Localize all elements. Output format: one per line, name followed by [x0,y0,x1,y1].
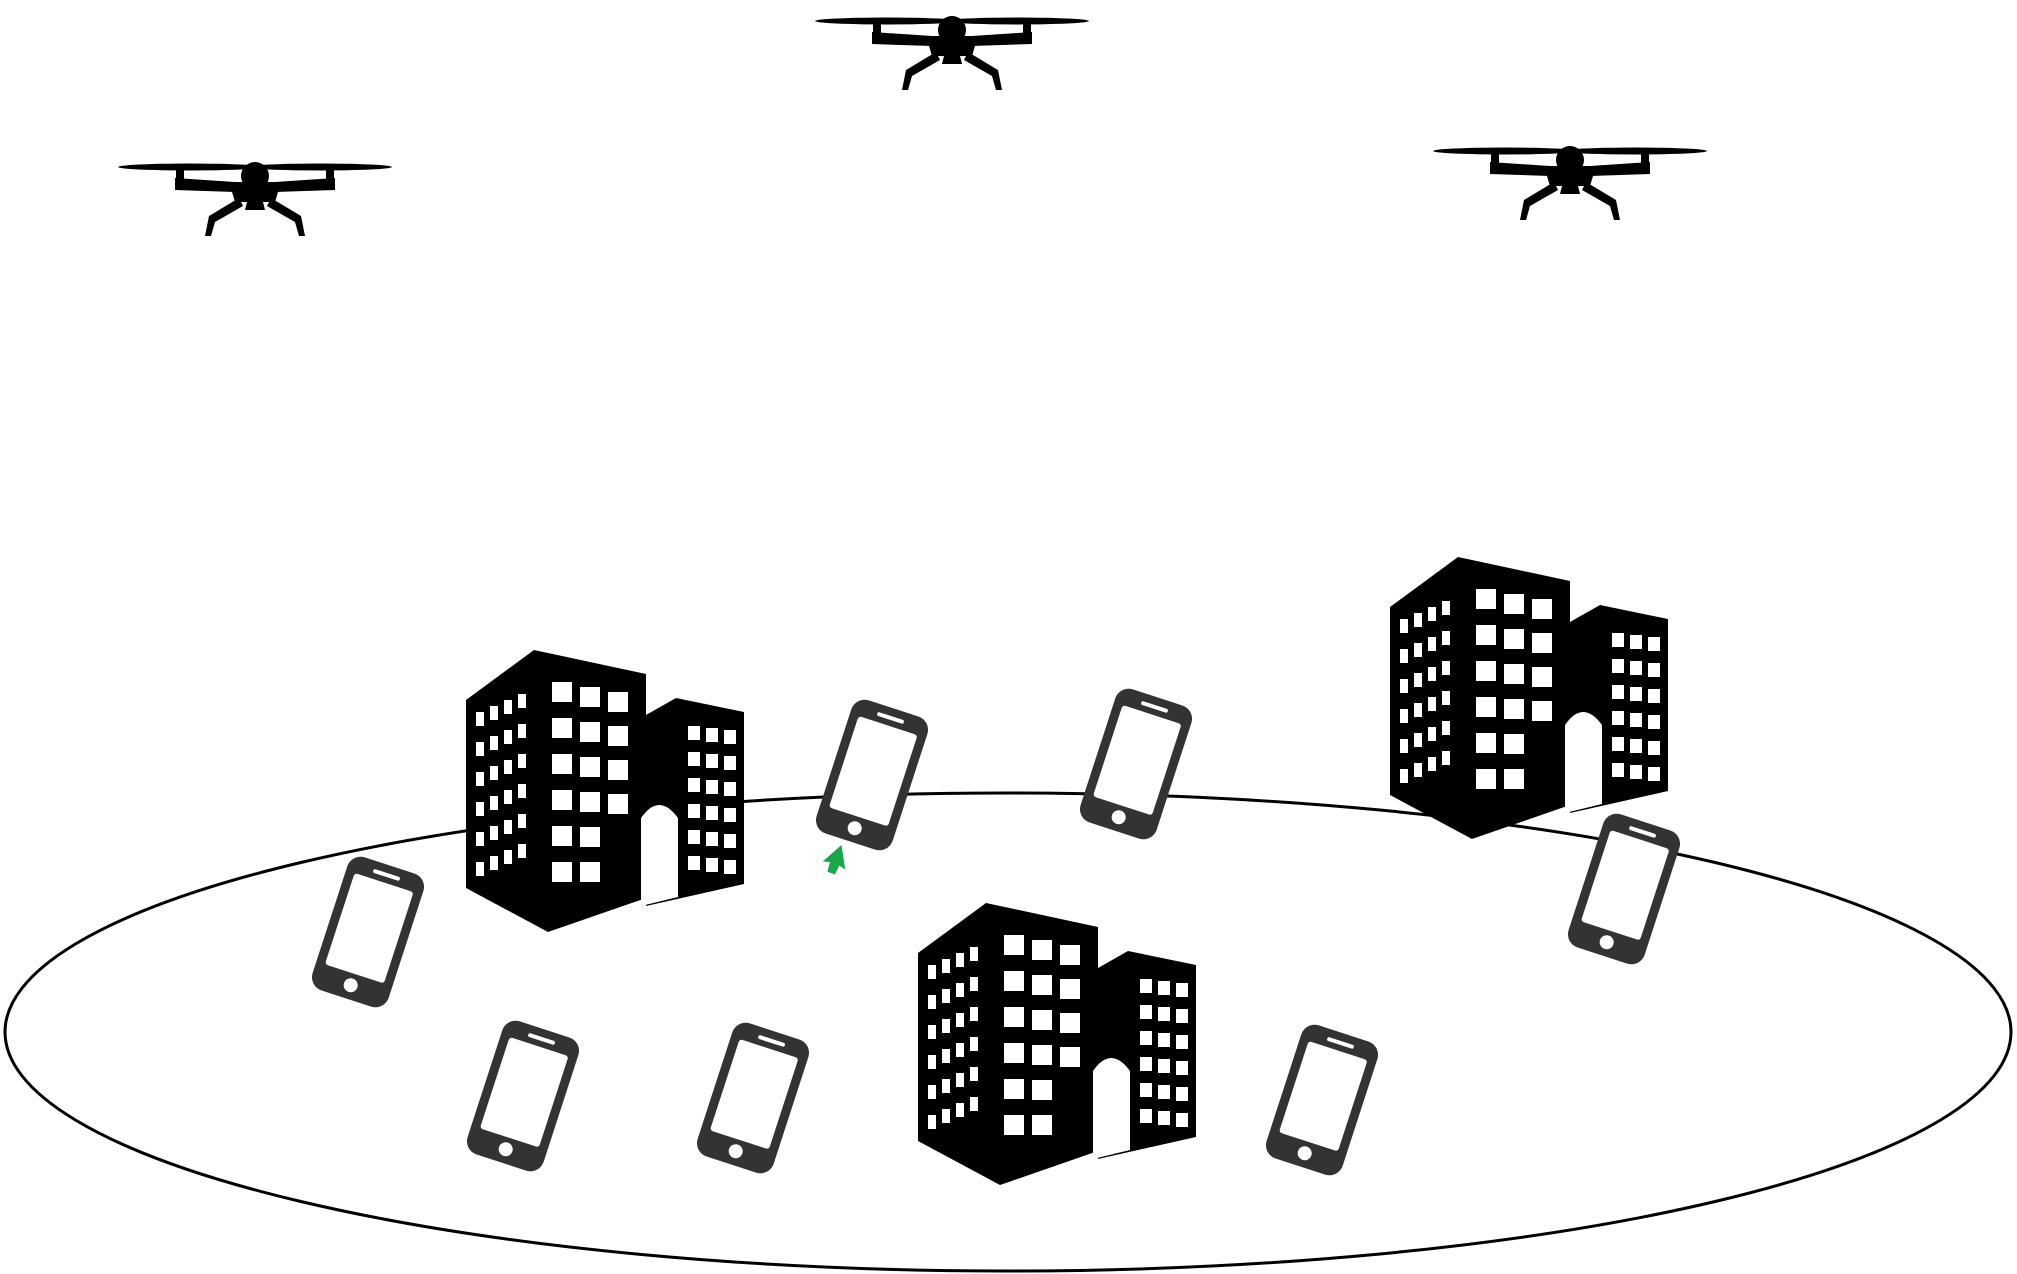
smartphone-icon [1564,810,1684,968]
mouse-cursor-icon [819,840,853,878]
smartphone-icon [1262,1021,1382,1179]
drone-icon [118,162,392,236]
smartphone-icon [693,1019,813,1177]
smartphone-icon [463,1017,583,1175]
smartphone-icon [308,853,428,1011]
office-building-icon [1390,557,1668,839]
coverage-area-ellipse [3,791,2013,1273]
smartphone-icon [1076,685,1196,843]
office-building-icon [918,903,1196,1185]
drone-icon [815,16,1089,90]
office-building-icon [466,650,744,932]
smartphone-icon [812,696,932,854]
drone-icon [1433,146,1707,220]
